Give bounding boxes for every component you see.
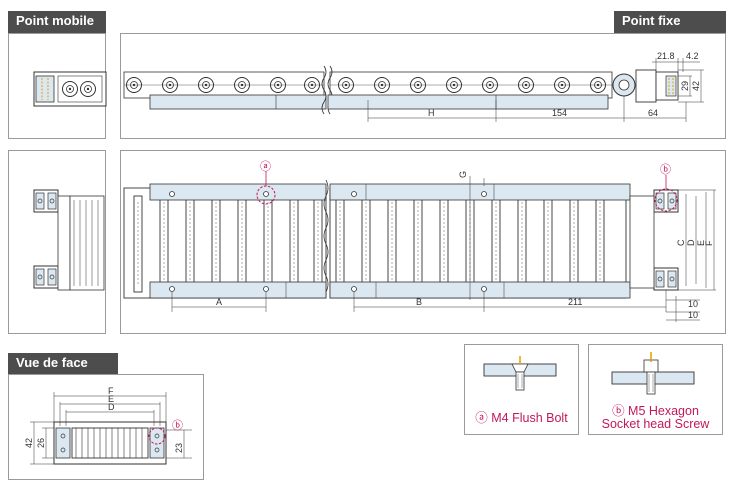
chain-top-view bbox=[123, 171, 716, 322]
point-mobile-tag: Point mobile bbox=[8, 11, 106, 33]
dim-4-2: 4.2 bbox=[686, 51, 699, 61]
front-dim-D: D bbox=[108, 402, 115, 412]
mobile-end-top-view bbox=[33, 189, 105, 291]
dim-211: 211 bbox=[568, 297, 582, 307]
dim-D: D bbox=[686, 239, 696, 246]
front-view-drawing bbox=[30, 392, 192, 465]
dim-29: 29 bbox=[680, 81, 690, 91]
hex-screw-panel bbox=[588, 344, 723, 435]
dim-42-top: 42 bbox=[691, 81, 701, 91]
front-dim-23: 23 bbox=[174, 443, 184, 453]
flush-bolt-drawing bbox=[483, 356, 557, 391]
dim-C: C bbox=[676, 239, 686, 246]
front-dim-F: F bbox=[108, 386, 114, 396]
dim-64: 64 bbox=[648, 108, 658, 118]
dim-G: G bbox=[458, 171, 468, 178]
marker-a-top: ⓐ bbox=[260, 160, 271, 173]
hex-screw-caption-line1: ⓑ M5 Hexagon bbox=[612, 404, 699, 418]
hex-screw-caption-line2: Socket head Screw bbox=[601, 417, 710, 431]
dim-10-lower: 10 bbox=[688, 310, 698, 320]
dim-E: E bbox=[696, 240, 706, 246]
front-dim-42: 42 bbox=[24, 438, 34, 448]
dim-A: A bbox=[216, 297, 222, 307]
dim-F: F bbox=[704, 240, 714, 246]
hex-screw-drawing bbox=[611, 352, 695, 395]
front-dim-E: E bbox=[108, 394, 114, 404]
flush-bolt-caption: ⓐ M4 Flush Bolt bbox=[475, 411, 568, 425]
marker-b-front: ⓑ bbox=[172, 419, 183, 432]
point-fixe-tag: Point fixe bbox=[614, 11, 726, 33]
dim-21-8: 21.8 bbox=[657, 51, 675, 61]
dim-10-upper: 10 bbox=[688, 299, 698, 309]
dim-H: H bbox=[428, 108, 435, 118]
front-dim-26: 26 bbox=[36, 438, 46, 448]
marker-b-top: ⓑ bbox=[660, 163, 671, 176]
chain-side-view bbox=[123, 58, 704, 122]
dim-154: 154 bbox=[552, 108, 567, 118]
dim-B: B bbox=[416, 297, 422, 307]
vue-de-face-tag: Vue de face bbox=[8, 353, 118, 374]
mobile-end-side-view bbox=[33, 71, 107, 107]
